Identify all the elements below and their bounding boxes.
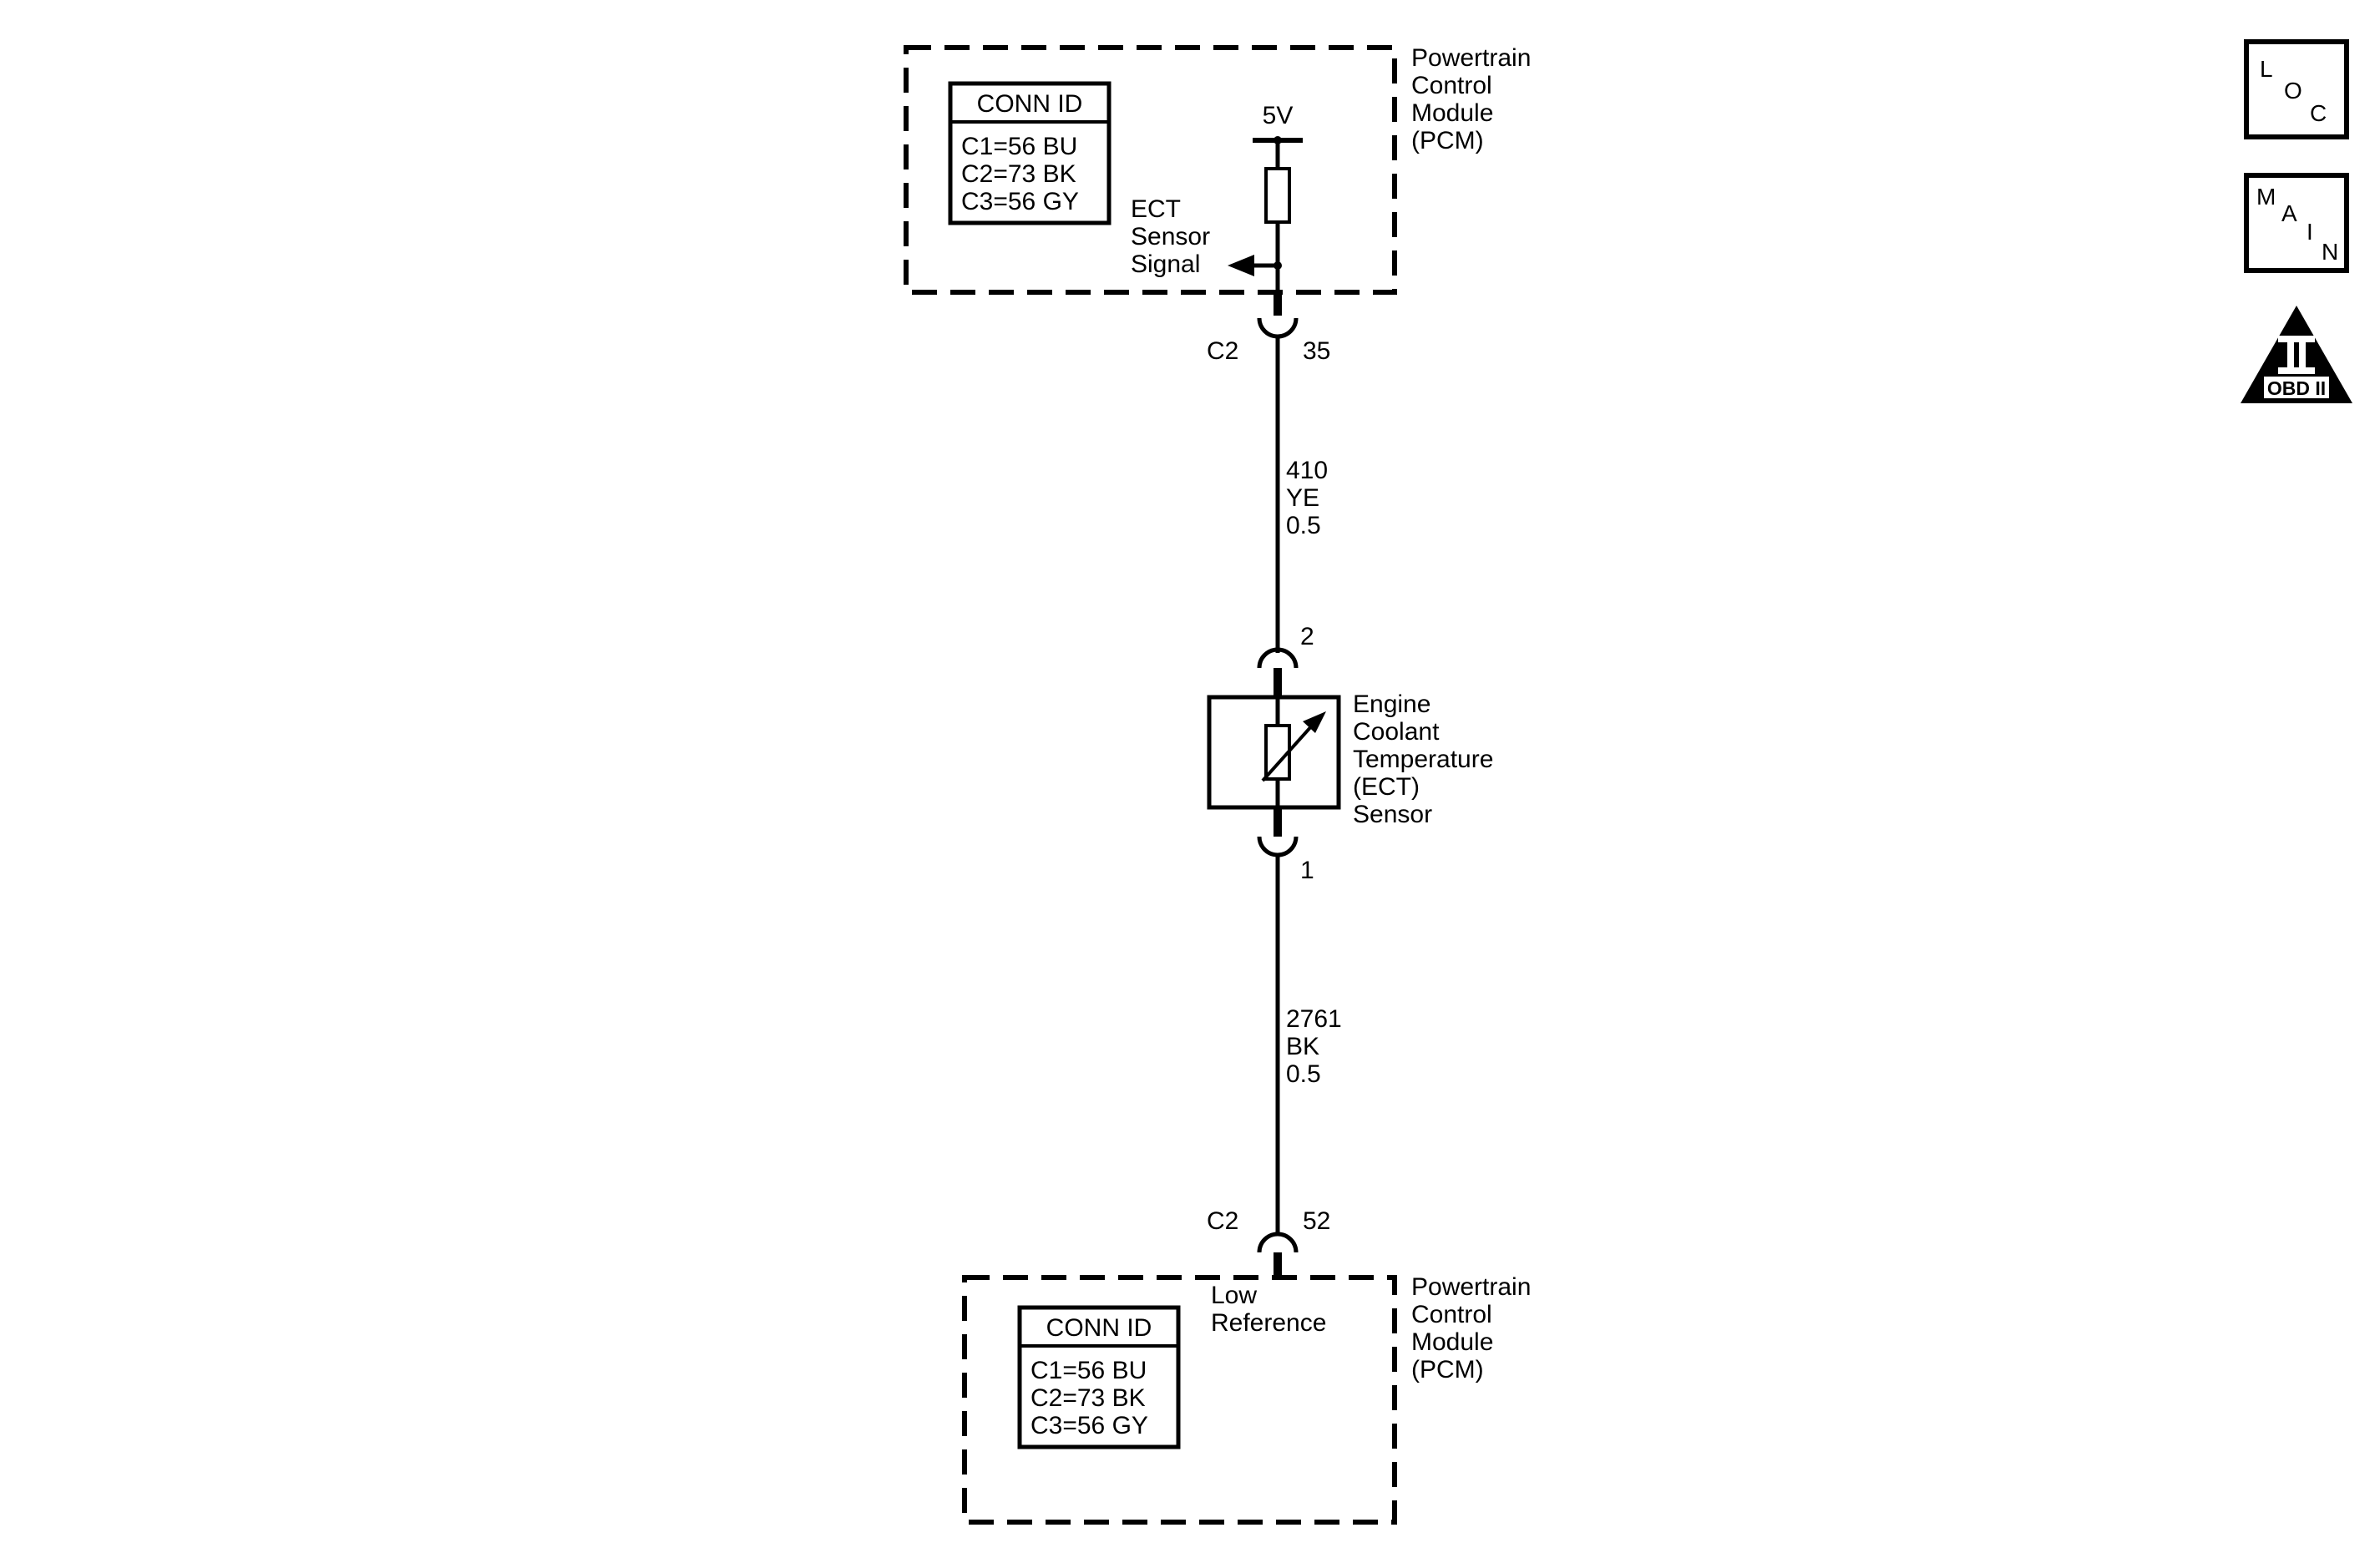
top-conn-id-row-c2: C2=73 BK: [961, 160, 1076, 188]
ect-signal-label: ECT Sensor Signal: [1131, 195, 1217, 278]
top-pcm-title: Powertrain Control Module (PCM): [1411, 44, 1538, 154]
svg-text:A: A: [2281, 200, 2297, 226]
top-conn-id-header: CONN ID: [977, 90, 1083, 118]
bottom-conn-id-box: CONN ID C1=56 BU C2=73 BK C3=56 GY: [1017, 1305, 1181, 1449]
svg-text:N: N: [2322, 239, 2338, 265]
loc-icon[interactable]: [2244, 39, 2349, 139]
svg-text:O: O: [2284, 78, 2302, 104]
bottom-conn-id-row-c2: C2=73 BK: [1030, 1384, 1146, 1412]
low-reference-wire-spec: 2761 BK 0.5: [1286, 1005, 1349, 1088]
main-icon[interactable]: [2244, 173, 2349, 273]
sensor-name: Engine Coolant Temperature (ECT) Sensor: [1353, 690, 1501, 828]
sensor-pin-bottom: 1: [1300, 857, 1314, 884]
svg-text:M: M: [2256, 184, 2276, 210]
obd-ii-label: OBD II: [2267, 377, 2326, 399]
loc-button[interactable]: L O C: [2244, 39, 2349, 139]
supply-5v-label: 5V: [1263, 102, 1294, 129]
svg-text:I: I: [2307, 219, 2313, 245]
lower-connector-pin: 52: [1303, 1207, 1330, 1235]
lower-connector-id: C2: [1207, 1207, 1238, 1235]
bottom-pcm-module: Powertrain Control Module (PCM) Low Refe…: [962, 1273, 1538, 1525]
bottom-conn-id-header: CONN ID: [1046, 1314, 1152, 1342]
obd-ii-button[interactable]: II OBD II: [2241, 306, 2352, 403]
lower-c2-connector: C2 52: [1207, 1207, 1330, 1276]
pull-up-resistor: [1264, 167, 1291, 224]
top-pcm-module: Powertrain Control Module (PCM) CONN ID …: [904, 44, 1538, 296]
top-conn-id-row-c1: C1=56 BU: [961, 133, 1077, 160]
ect-sensor: 2 1 Engine Coolant Temperature (ECT) Sen…: [1207, 623, 1501, 884]
svg-text:L: L: [2260, 56, 2273, 82]
upper-c2-connector: C2 35: [1207, 292, 1330, 365]
svg-text:C: C: [2310, 100, 2327, 126]
low-reference-label: Low Reference: [1211, 1282, 1326, 1337]
signal-wire-spec: 410 YE 0.5: [1286, 457, 1334, 539]
upper-connector-id: C2: [1207, 337, 1238, 365]
ect-signal-arrow: [1228, 255, 1278, 276]
main-button[interactable]: M A I N: [2244, 173, 2349, 273]
top-conn-id-box: CONN ID C1=56 BU C2=73 BK C3=56 GY: [948, 81, 1112, 225]
upper-connector-pin: 35: [1303, 337, 1330, 365]
top-pcm-dashed-border: [904, 45, 1397, 295]
bottom-conn-id-row-c3: C3=56 GY: [1030, 1412, 1148, 1439]
sensor-pin-top: 2: [1300, 623, 1314, 650]
bottom-pcm-dashed-border: [962, 1275, 1397, 1525]
bottom-pcm-title: Powertrain Control Module (PCM): [1411, 1273, 1538, 1383]
top-conn-id-row-c3: C3=56 GY: [961, 188, 1079, 215]
bottom-conn-id-row-c1: C1=56 BU: [1030, 1357, 1147, 1384]
